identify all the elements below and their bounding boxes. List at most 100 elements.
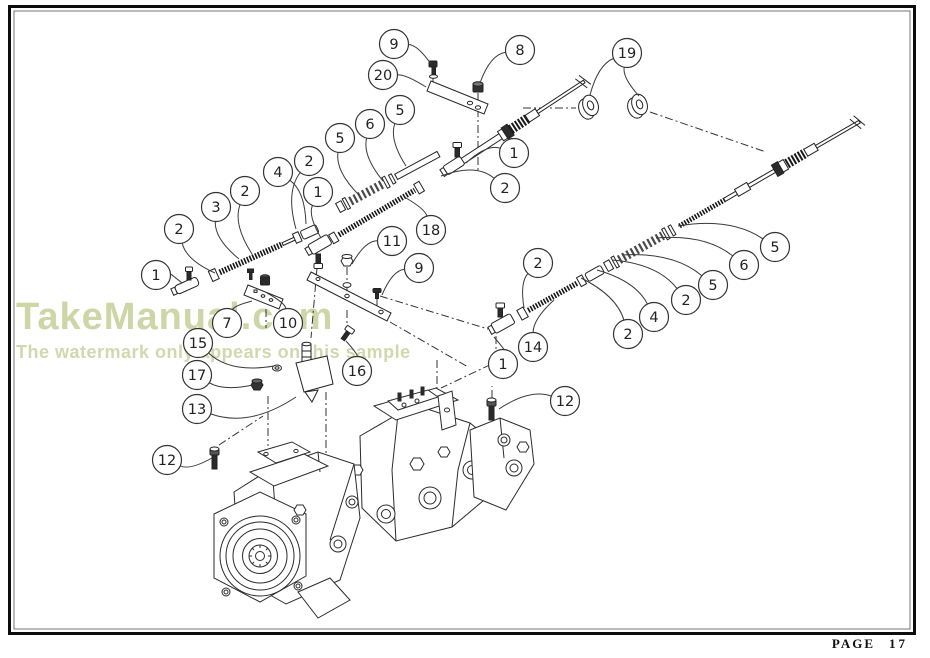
balloon-label: 16 (348, 364, 366, 380)
balloon-label: 12 (158, 453, 176, 469)
cable-assembly-right (678, 115, 866, 229)
balloon-2-16 (163, 213, 195, 245)
leader-line (677, 222, 764, 240)
balloon-5-21 (697, 269, 729, 301)
balloon-9-18 (403, 252, 435, 284)
balloon-label: 6 (365, 117, 374, 133)
balloon-label: 5 (395, 103, 404, 119)
page-frame (8, 5, 916, 635)
balloon-label: 15 (189, 336, 207, 352)
cable-assembly-top (451, 74, 592, 171)
bolt-9-lower (372, 288, 382, 299)
balloon-label: 9 (389, 37, 398, 53)
leader-line (589, 57, 614, 96)
bolt-12-right (486, 397, 497, 421)
balloon-3-13 (200, 191, 232, 223)
pump-assembly (213, 386, 535, 619)
balloon-1-31 (487, 348, 519, 380)
balloon-label: 2 (240, 184, 249, 200)
balloon-label: 11 (383, 234, 401, 250)
cable-bracket-top (426, 60, 489, 115)
grommet-washers-19 (578, 93, 648, 120)
leader-line (405, 197, 428, 217)
balloon-label: 1 (313, 185, 322, 201)
balloon-label: 4 (649, 310, 658, 326)
balloon-label: 9 (414, 261, 423, 277)
leader-line (365, 137, 384, 182)
balloon-label: 1 (151, 268, 160, 284)
bracket-plate-13 (295, 355, 334, 393)
balloon-label: 18 (422, 223, 440, 239)
plug-10 (260, 274, 270, 286)
balloon-2-12 (229, 175, 261, 207)
leader-line (291, 172, 301, 230)
balloon-10-27 (272, 307, 304, 339)
leader-line (266, 292, 287, 309)
leader-line (493, 336, 505, 350)
leader-line (621, 254, 703, 277)
balloon-label: 2 (174, 222, 183, 238)
leader-line (237, 204, 253, 255)
leader-line (179, 457, 213, 468)
lever-bracket-cluster (250, 325, 355, 403)
balloon-9-0 (378, 28, 410, 60)
balloon-label: 13 (188, 402, 206, 418)
washer-15 (272, 364, 282, 372)
balloon-label: 5 (770, 240, 779, 256)
leader-line (655, 236, 734, 257)
balloon-label: 20 (374, 68, 392, 84)
balloon-6-5 (354, 108, 386, 140)
balloon-label: 2 (623, 327, 632, 343)
balloon-label: 2 (304, 154, 313, 170)
threaded-rod-18 (304, 180, 426, 269)
ball-joint-1-left (170, 266, 200, 296)
screw-small (247, 268, 254, 280)
leader-line (408, 44, 432, 65)
balloon-label: 7 (222, 316, 231, 332)
balloon-5-17 (759, 231, 791, 263)
leader-line (611, 259, 678, 289)
balloon-label: 2 (681, 293, 690, 309)
balloon-4-8 (262, 156, 294, 188)
threaded-link-left (170, 224, 320, 296)
balloon-label: 2 (500, 181, 509, 197)
leader-line (532, 299, 555, 333)
plate-7 (243, 268, 284, 310)
leader-line (214, 221, 240, 260)
leader-line (170, 273, 183, 284)
footer-page-label: PAGE (831, 636, 875, 651)
balloon-12-35 (151, 444, 183, 476)
balloon-label: 6 (739, 258, 748, 274)
leader-line (232, 300, 253, 310)
elbow-1-right (487, 302, 515, 335)
leader-line (498, 393, 552, 410)
leader-line (440, 169, 495, 179)
balloon-label: 4 (273, 165, 282, 181)
leader-line (337, 152, 360, 196)
leader-line (522, 273, 529, 309)
balloon-label: 14 (524, 340, 542, 356)
balloon-label: 12 (556, 394, 574, 410)
balloon-label: 8 (515, 43, 524, 59)
leader-line (392, 123, 407, 167)
balloon-16-33 (341, 355, 373, 387)
nut-17 (250, 378, 264, 391)
balloon-13-32 (181, 393, 213, 425)
balloon-18-14 (415, 214, 447, 246)
leader-line (208, 352, 275, 369)
balloon-19-3 (611, 37, 643, 69)
spring-stack-left (334, 150, 441, 214)
leader-line (351, 240, 378, 265)
balloon-2-25 (612, 318, 644, 350)
plate-11 (306, 254, 392, 322)
balloon-1-9 (498, 137, 530, 169)
balloon-11-15 (376, 225, 408, 257)
balloon-label: 3 (211, 200, 220, 216)
leader-line (397, 74, 427, 88)
spline-teeth (249, 545, 271, 567)
nut-11 (340, 254, 354, 267)
